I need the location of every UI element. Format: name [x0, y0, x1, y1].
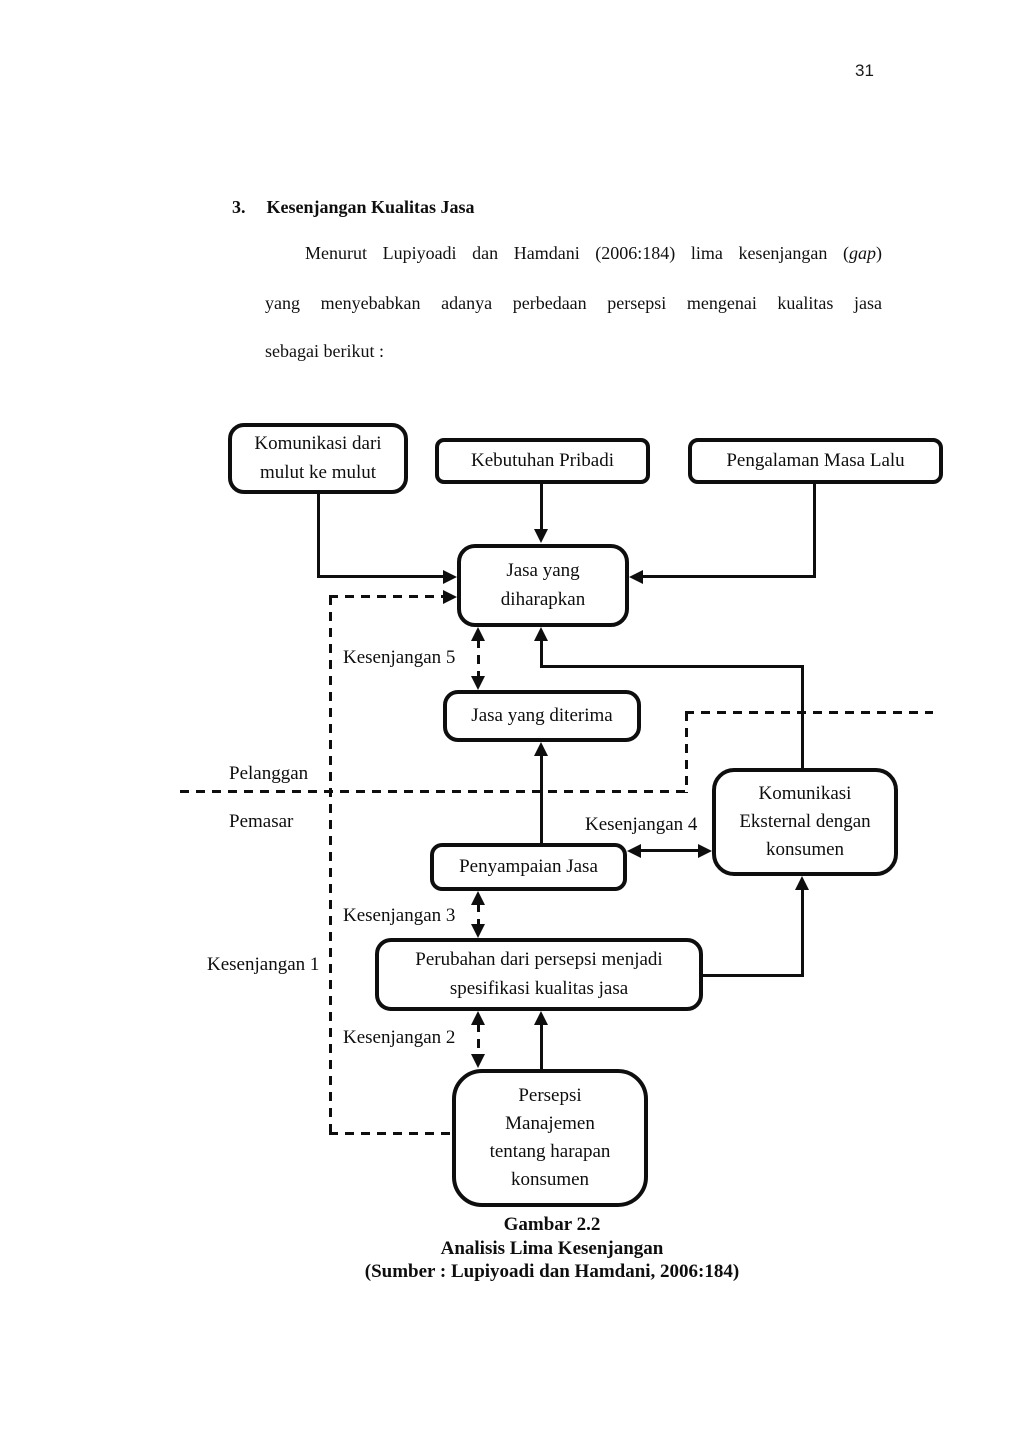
connector-mulut-vertical [317, 492, 320, 578]
figure-caption: Gambar 2.2 Analisis Lima Kesenjangan (Su… [252, 1213, 852, 1284]
label-kesenjangan-5: Kesenjangan 5 [343, 647, 456, 668]
box-jasa-diharapkan: Jasa yang diharapkan [457, 544, 629, 627]
box-penyampaian-jasa: Penyampaian Jasa [430, 843, 627, 891]
label-kesenjangan-2: Kesenjangan 2 [343, 1027, 456, 1048]
arrowhead-into-diharapkan-bottom [534, 627, 548, 641]
gap4-arrow-line [640, 849, 699, 852]
paragraph-italic-gap: gap [849, 243, 876, 263]
label-kesenjangan-1: Kesenjangan 1 [207, 954, 320, 975]
gap1-dashed-vertical [329, 596, 332, 1135]
box-kebutuhan-pribadi: Kebutuhan Pribadi [435, 438, 650, 484]
paragraph-line-2: yang menyebabkan adanya perbedaan persep… [265, 293, 882, 313]
gap5-dashed-line [477, 639, 480, 678]
gap5-arrowhead-up [471, 627, 485, 641]
arrowhead-into-perubahan-bottom [534, 1011, 548, 1025]
section-title: Kesenjangan Kualitas Jasa [266, 197, 475, 217]
gap4-arrowhead-right [698, 844, 712, 858]
box-komunikasi-eksternal: Komunikasi Eksternal dengan konsumen [712, 768, 898, 876]
box-pengalaman-masa-lalu: Pengalaman Masa Lalu [688, 438, 943, 484]
box-jasa-diterima: Jasa yang diterima [443, 690, 641, 742]
gap3-arrowhead-down [471, 924, 485, 938]
connector-eksternal-up-vertical [801, 665, 804, 770]
arrowhead-into-diharapkan-top [534, 529, 548, 543]
connector-persepsi-to-perubahan [540, 1022, 543, 1071]
gap2-arrowhead-down [471, 1054, 485, 1068]
divider-dashed-step [685, 712, 688, 793]
connector-mulut-horizontal [317, 575, 445, 578]
divider-dashed-right [685, 711, 933, 714]
label-kesenjangan-3: Kesenjangan 3 [343, 905, 456, 926]
connector-penyampaian-to-diterima [540, 753, 543, 845]
gap2-arrowhead-up [471, 1011, 485, 1025]
page-number: 31 [855, 61, 874, 80]
section-number: 3. [232, 197, 246, 217]
label-pelanggan: Pelanggan [229, 763, 309, 784]
gap3-arrowhead-up [471, 891, 485, 905]
paragraph-text: Menurut Lupiyoadi dan Hamdani (2006:184)… [305, 243, 849, 263]
box-persepsi-manajemen: Persepsi Manajemen tentang harapan konsu… [452, 1069, 648, 1207]
box-komunikasi-mulut: Komunikasi dari mulut ke mulut [228, 423, 408, 494]
figure-source: (Sumber : Lupiyoadi dan Hamdani, 2006:18… [364, 1261, 740, 1282]
gap3-dashed-line [477, 903, 480, 926]
arrowhead-into-eksternal-bottom [795, 876, 809, 890]
gap1-dashed-bottom-horizontal [329, 1132, 452, 1135]
figure-number: Gambar 2.2 [503, 1214, 601, 1235]
box-perubahan-persepsi: Perubahan dari persepsi menjadi spesifik… [375, 938, 703, 1011]
gap4-arrowhead-left [627, 844, 641, 858]
arrowhead-into-diterima-bottom [534, 742, 548, 756]
paragraph-line-1: Menurut Lupiyoadi dan Hamdani (2006:184)… [305, 243, 882, 264]
divider-dashed-left [180, 790, 688, 793]
arrowhead-into-diharapkan-right [629, 570, 643, 584]
connector-perubahan-horizontal [701, 974, 804, 977]
gap1-dashed-top-horizontal [329, 595, 444, 598]
connector-pengalaman-vertical [813, 483, 816, 577]
connector-eksternal-up-stub [540, 639, 543, 668]
gap5-arrowhead-down [471, 676, 485, 690]
connector-pengalaman-horizontal [641, 575, 816, 578]
label-pemasar: Pemasar [229, 811, 294, 832]
paragraph-line-3: sebagai berikut : [265, 341, 384, 361]
connector-eksternal-up-horizontal [541, 665, 804, 668]
arrowhead-into-diharapkan-left [443, 570, 457, 584]
gap1-arrowhead-into-diharapkan [443, 590, 457, 604]
connector-kebutuhan-vertical [540, 483, 543, 531]
section-heading: 3. Kesenjangan Kualitas Jasa [232, 197, 475, 218]
gap2-dashed-line [477, 1023, 480, 1056]
label-kesenjangan-4: Kesenjangan 4 [585, 814, 698, 835]
connector-perubahan-vertical [801, 888, 804, 977]
paragraph-text: ) [876, 243, 882, 263]
figure-title: Analisis Lima Kesenjangan [440, 1237, 664, 1259]
